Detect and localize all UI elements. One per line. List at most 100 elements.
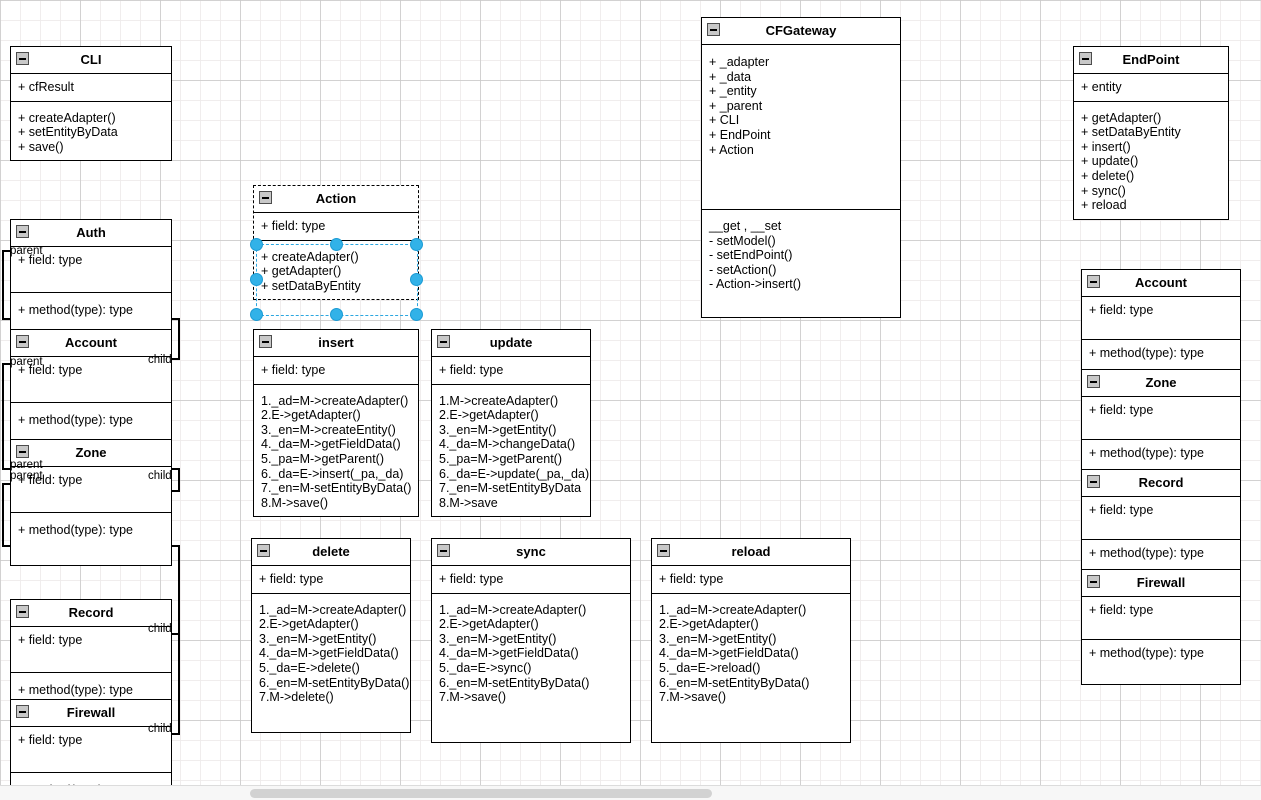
class-box-zone-right[interactable]: Zone + field: type + method(type): type	[1081, 369, 1241, 485]
class-box-sync[interactable]: sync + field: type 1._ad=M->createAdapte…	[431, 538, 631, 743]
class-title-account-left: Account	[11, 330, 171, 357]
attribute-row: + field: type	[439, 363, 504, 377]
method-row: 2.E->getAdapter()	[439, 617, 539, 632]
collapse-minus-icon[interactable]	[259, 191, 272, 204]
method-row: + insert()	[1081, 139, 1131, 154]
method-row: 6._en=M-setEntityByData()	[259, 675, 410, 690]
class-attributes-cli: + cfResult	[11, 74, 171, 102]
collapse-minus-icon[interactable]	[437, 335, 450, 348]
method-row: 6._en=M-setEntityByData()	[659, 675, 810, 690]
class-box-cfgateway[interactable]: CFGateway + _adapter + _data + _entity +…	[701, 17, 901, 318]
class-name-endpoint: EndPoint	[1122, 52, 1180, 67]
class-box-account-right[interactable]: Account + field: type + method(type): ty…	[1081, 269, 1241, 385]
class-box-endpoint[interactable]: EndPoint + entity + getAdapter() + setDa…	[1073, 46, 1229, 220]
collapse-minus-icon[interactable]	[16, 445, 29, 458]
collapse-minus-icon[interactable]	[1087, 475, 1100, 488]
connector-record-child-vertical	[178, 545, 180, 633]
class-title-auth: Auth	[11, 220, 171, 247]
method-row: 3._en=M->createEntity()	[261, 422, 396, 437]
class-attributes-sync: + field: type	[432, 566, 630, 594]
method-row: 2.E->getAdapter()	[259, 617, 359, 632]
collapse-minus-icon[interactable]	[1087, 375, 1100, 388]
method-row: 4._da=M->getFieldData()	[259, 646, 399, 661]
attribute-row: + field: type	[261, 363, 326, 377]
class-methods-cli: + createAdapter() + setEntityByData + sa…	[11, 102, 171, 161]
class-box-reload[interactable]: reload + field: type 1._ad=M->createAdap…	[651, 538, 851, 743]
selection-handle-ne[interactable]	[410, 238, 423, 251]
class-box-insert[interactable]: insert + field: type 1._ad=M->createAdap…	[253, 329, 419, 518]
class-box-zone-left[interactable]: Zone + field: type + method(type): type	[10, 439, 172, 566]
collapse-minus-icon[interactable]	[16, 335, 29, 348]
collapse-minus-icon[interactable]	[16, 52, 29, 65]
collapse-minus-icon[interactable]	[437, 544, 450, 557]
class-methods-reload: 1._ad=M->createAdapter() 2.E->getAdapter…	[652, 594, 850, 711]
collapse-minus-icon[interactable]	[1087, 575, 1100, 588]
attribute-row: + EndPoint	[709, 127, 771, 142]
attribute-row: + field: type	[261, 219, 326, 233]
class-methods-action: + createAdapter() + getAdapter() + setDa…	[254, 241, 418, 300]
class-box-firewall-left[interactable]: Firewall + field: type + method(type): t…	[10, 699, 172, 800]
collapse-minus-icon[interactable]	[16, 605, 29, 618]
class-name-account-right: Account	[1135, 275, 1187, 290]
connector-account-child-vertical	[178, 318, 180, 358]
method-row: 5._pa=M->getParent()	[439, 451, 562, 466]
attribute-row: + field: type	[18, 473, 83, 487]
class-box-record-right[interactable]: Record + field: type + method(type): typ…	[1081, 469, 1241, 585]
collapse-minus-icon[interactable]	[259, 335, 272, 348]
selection-handle-se[interactable]	[410, 308, 423, 321]
method-row: 7._en=M-setEntityByData	[439, 481, 582, 496]
method-row: - Action->insert()	[709, 277, 802, 292]
class-methods-update: 1.M->createAdapter() 2.E->getAdapter() 3…	[432, 385, 590, 517]
class-name-zone-left: Zone	[75, 445, 107, 460]
horizontal-scrollbar-track[interactable]	[0, 785, 1261, 800]
class-attributes-zone-left: + field: type	[11, 467, 171, 513]
selection-handle-s[interactable]	[330, 308, 343, 321]
collapse-minus-icon[interactable]	[257, 544, 270, 557]
selection-handle-sw[interactable]	[250, 308, 263, 321]
method-row: + method(type): type	[1089, 546, 1204, 560]
class-title-firewall-left: Firewall	[11, 700, 171, 727]
method-row: + getAdapter()	[1081, 110, 1162, 125]
method-row: + setEntityByData	[18, 125, 118, 140]
connector-firewall-child-vertical	[178, 633, 180, 733]
class-name-auth: Auth	[76, 225, 106, 240]
selection-handle-n[interactable]	[330, 238, 343, 251]
class-name-firewall-left: Firewall	[66, 705, 116, 720]
class-attributes-zone-right: + field: type	[1082, 397, 1240, 440]
method-row: 4._da=M->getFieldData()	[659, 646, 799, 661]
method-row: + method(type): type	[1089, 446, 1204, 460]
class-attributes-account-right: + field: type	[1082, 297, 1240, 340]
method-row: + createAdapter()	[261, 249, 359, 264]
edge-label-zone-parent-a: parent	[10, 459, 43, 471]
class-box-delete[interactable]: delete + field: type 1._ad=M->createAdap…	[251, 538, 411, 733]
method-row: __get , __set	[709, 219, 782, 233]
selection-handle-nw[interactable]	[250, 238, 263, 251]
collapse-minus-icon[interactable]	[1087, 275, 1100, 288]
collapse-minus-icon[interactable]	[16, 705, 29, 718]
class-box-update[interactable]: update + field: type 1.M->createAdapter(…	[431, 329, 591, 518]
method-row: + method(type): type	[18, 683, 133, 697]
attribute-row: + field: type	[1089, 303, 1154, 317]
collapse-minus-icon[interactable]	[16, 225, 29, 238]
selection-handle-w[interactable]	[250, 273, 263, 286]
selection-handle-e[interactable]	[410, 273, 423, 286]
class-title-insert: insert	[254, 330, 418, 357]
class-box-cli[interactable]: CLI + cfResult + createAdapter() + setEn…	[10, 46, 172, 162]
method-row: 1.M->createAdapter()	[439, 393, 559, 408]
edge-label-zone-child: child	[148, 470, 172, 482]
method-row: 4._da=M->getFieldData()	[439, 646, 579, 661]
horizontal-scrollbar-thumb[interactable]	[250, 789, 712, 798]
attribute-row: + Action	[709, 142, 754, 157]
method-row: + method(type): type	[18, 413, 133, 427]
class-box-account-left[interactable]: Account + field: type + method(type): ty…	[10, 329, 172, 456]
collapse-minus-icon[interactable]	[657, 544, 670, 557]
collapse-minus-icon[interactable]	[707, 23, 720, 36]
method-row: + setDataByEntity	[261, 278, 361, 293]
class-box-auth[interactable]: Auth + field: type + method(type): type	[10, 219, 172, 346]
edge-label-account-child: child	[148, 354, 172, 366]
method-row: 3._en=M->getEntity()	[259, 631, 377, 646]
collapse-minus-icon[interactable]	[1079, 52, 1092, 65]
attribute-row: + field: type	[1089, 403, 1154, 417]
class-box-firewall-right[interactable]: Firewall + field: type + method(type): t…	[1081, 569, 1241, 685]
